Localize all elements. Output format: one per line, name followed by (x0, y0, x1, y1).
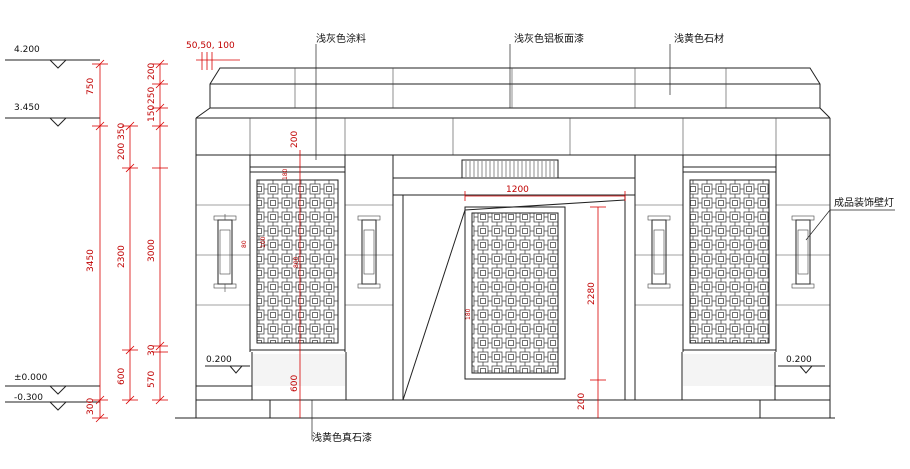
right-plinth-elevation: 0.200 (786, 355, 812, 365)
wall-lamp-left-2 (357, 215, 381, 289)
dim-small-800: 800 (293, 256, 300, 268)
dim-600: 600 (117, 368, 127, 385)
left-lattice-screen (249, 171, 346, 351)
left-plinth-elevation: 0.200 (206, 355, 232, 365)
dim-left-200: 200 (290, 131, 300, 148)
ground-and-steps (175, 352, 835, 419)
wall-lamp-left-1 (213, 214, 237, 292)
interior-dimensions: 200 600 180 80 100 800 1200 2280 200 180 (241, 131, 626, 418)
top-offset-dimensions: 50,50, 100 (186, 41, 240, 70)
callout-light-grey-aluminum: 浅灰色铝板面漆 (514, 32, 584, 45)
callouts: 浅灰色涂料 浅灰色铝板面漆 浅黄色石材 成品装饰壁灯 浅黄色真石漆 (311, 32, 895, 444)
dim-3450: 3450 (86, 249, 96, 272)
elevation-top-label: 4.200 (14, 45, 40, 55)
screen-header-bands (249, 154, 777, 196)
dim-30: 30 (147, 344, 157, 356)
dim-left-600: 600 (290, 375, 300, 392)
right-lattice-screen (682, 171, 777, 351)
dim-2300: 2300 (117, 245, 127, 268)
elevation-markers: 4.200 3.450 ±0.000 -0.300 (5, 45, 100, 411)
dim-small-80: 80 (241, 240, 248, 248)
wall-lamp-right-2 (791, 215, 815, 289)
dim-small-100: 100 (260, 236, 267, 248)
top-offset-dims: 50,50, 100 (186, 41, 235, 51)
dim-570: 570 (147, 371, 157, 388)
callout-light-grey-paint: 浅灰色涂料 (316, 32, 366, 45)
dim-3000: 3000 (147, 239, 157, 262)
dim-150: 150 (147, 105, 157, 122)
callout-stone-paint: 浅黄色真石漆 (312, 431, 372, 444)
center-lattice-door (464, 206, 566, 380)
dim-1200: 1200 (506, 185, 529, 195)
wall-lamp-right-1 (647, 215, 671, 289)
callout-light-yellow-stone: 浅黄色石材 (674, 32, 724, 45)
elevation-cornice-label: 3.450 (14, 103, 40, 113)
dim-300: 300 (86, 398, 96, 415)
dim-2280: 2280 (587, 282, 597, 305)
elevation-zero-label: ±0.000 (14, 373, 48, 383)
inner-dimension-chain: 200 250 150 3000 30 570 (147, 59, 168, 405)
dim-center-small-180: 180 (465, 308, 472, 320)
dim-200-350: 200 350 (117, 122, 127, 160)
middle-dimension-chain: 200 350 2300 600 (117, 121, 138, 405)
dim-750: 750 (86, 78, 96, 95)
outer-dimension-chain: 750 3450 300 (86, 59, 108, 423)
callout-wall-lamp: 成品装饰壁灯 (834, 196, 894, 209)
dim-200-top: 200 (147, 63, 157, 80)
dim-small-180: 180 (282, 168, 289, 180)
door-swing-lines (402, 199, 626, 401)
dim-250: 250 (147, 87, 157, 104)
dim-center-200: 200 (577, 393, 587, 410)
plinth-elevations: 0.200 0.200 (205, 355, 825, 374)
elevation-ground-label: -0.300 (14, 393, 43, 403)
